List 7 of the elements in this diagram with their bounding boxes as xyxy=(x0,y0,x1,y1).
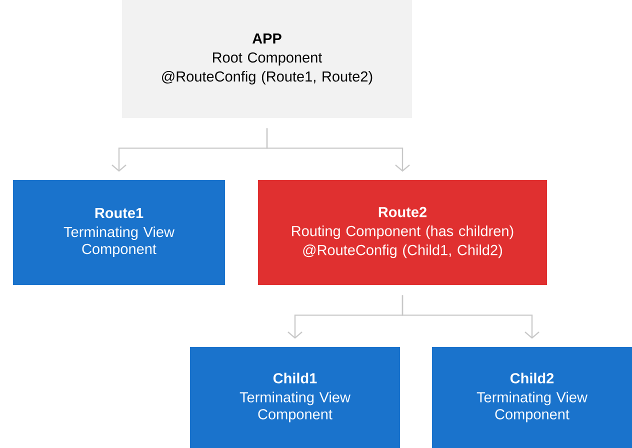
arrow xyxy=(402,295,540,339)
component-box: Route1 Terminating View Component xyxy=(13,180,225,285)
arrow xyxy=(266,128,410,172)
component-box: Child1 Terminating View Component xyxy=(190,347,400,448)
component-box: Child2 Terminating View Component xyxy=(432,347,632,448)
root-box: APP Root Component @RouteConfig (Route1, Route2) xyxy=(122,0,412,118)
component-box: Route2 Routing Component (has children) @RouteConfig (Child1, Child2) xyxy=(258,180,547,285)
